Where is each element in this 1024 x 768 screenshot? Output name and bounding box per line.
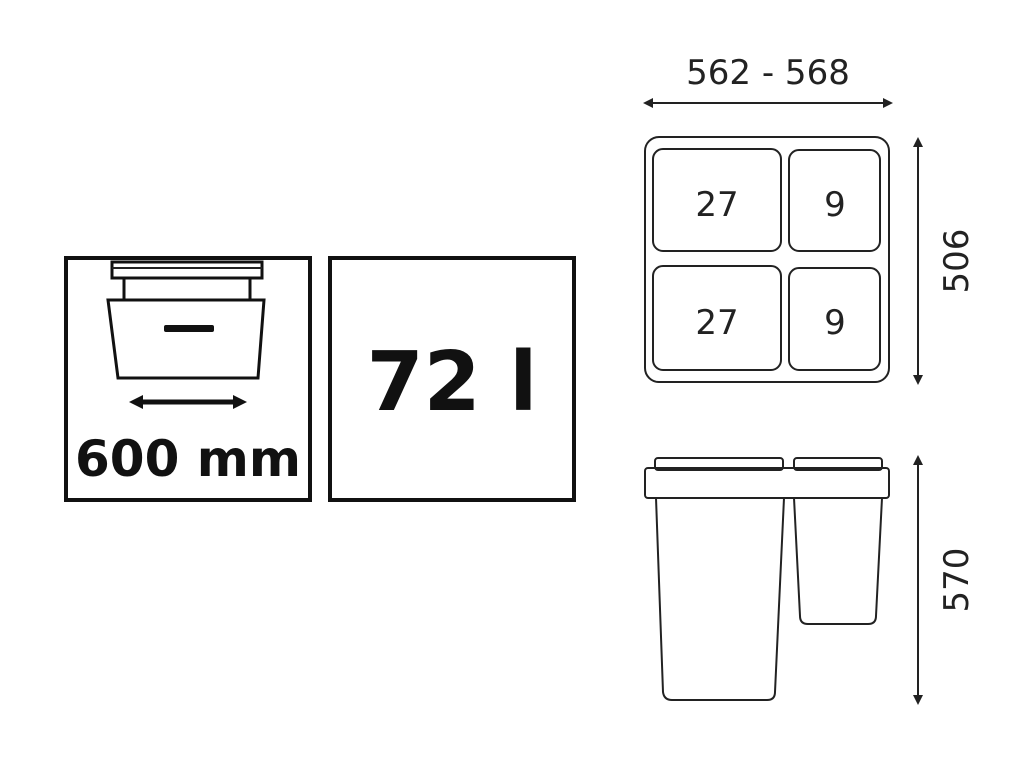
volume-box: 72 l [328,256,576,502]
height-dimension-label: 570 [937,548,977,613]
top-view: 562 - 568 27 9 27 9 506 [643,53,977,385]
compartment-bottom-right-label: 9 [824,303,846,343]
compartment-bottom-left-label: 27 [695,303,738,343]
drawer-icon [106,260,266,380]
small-bin [792,497,884,625]
width-dimension-label: 562 - 568 [686,53,850,93]
compartment-top-left-label: 27 [695,185,738,225]
compartment-top-right-label: 9 [824,185,846,225]
large-bin [654,497,786,701]
depth-dimension-label: 506 [937,229,977,294]
cabinet-width-label: 600 mm [75,430,301,488]
cabinet-width-box: 600 mm [64,256,312,502]
compartment-bottom-left [652,265,782,371]
compartment-bottom-right [788,267,881,371]
compartment-top-left [652,148,782,252]
compartment-top-right [788,149,881,252]
volume-label: 72 l [367,335,538,430]
bin-frame-lid [644,467,890,499]
side-view: 570 [644,455,977,705]
